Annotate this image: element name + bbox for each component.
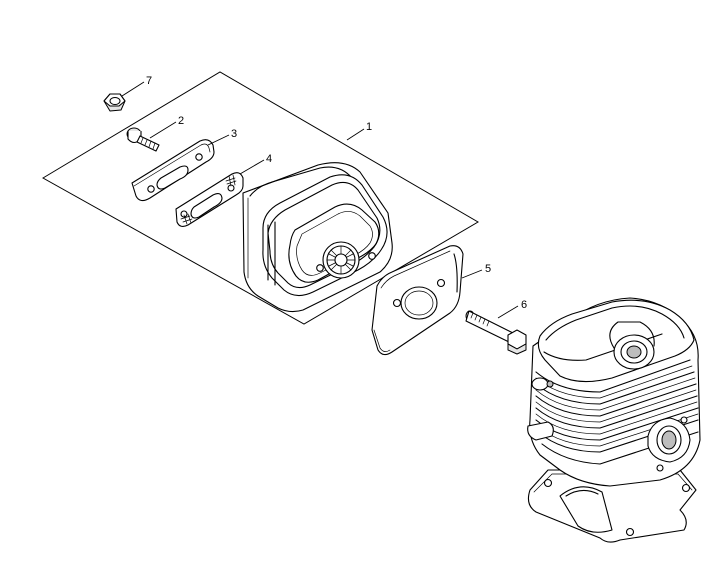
bolt-icon[interactable] — [126, 127, 160, 152]
callout-5: 5 — [485, 263, 491, 275]
callout-labels: 1 2 3 4 5 6 7 — [146, 75, 527, 311]
nut-icon[interactable] — [103, 93, 126, 112]
gasket-icon[interactable] — [175, 172, 244, 228]
assembly-kit-outline — [42, 71, 479, 325]
gasket-icon[interactable] — [131, 139, 215, 202]
cooling-plate-icon[interactable] — [371, 245, 464, 356]
callout-3: 3 — [231, 128, 237, 140]
callout-1: 1 — [366, 121, 372, 133]
callout-4: 4 — [266, 153, 272, 165]
callout-2: 2 — [178, 115, 184, 127]
callout-6: 6 — [521, 299, 527, 311]
callout-7: 7 — [146, 75, 152, 87]
stud-bolt-icon[interactable] — [465, 310, 527, 355]
muffler-icon[interactable] — [242, 162, 393, 313]
callout-leaders — [121, 81, 519, 319]
cylinder-icon[interactable] — [527, 297, 701, 543]
